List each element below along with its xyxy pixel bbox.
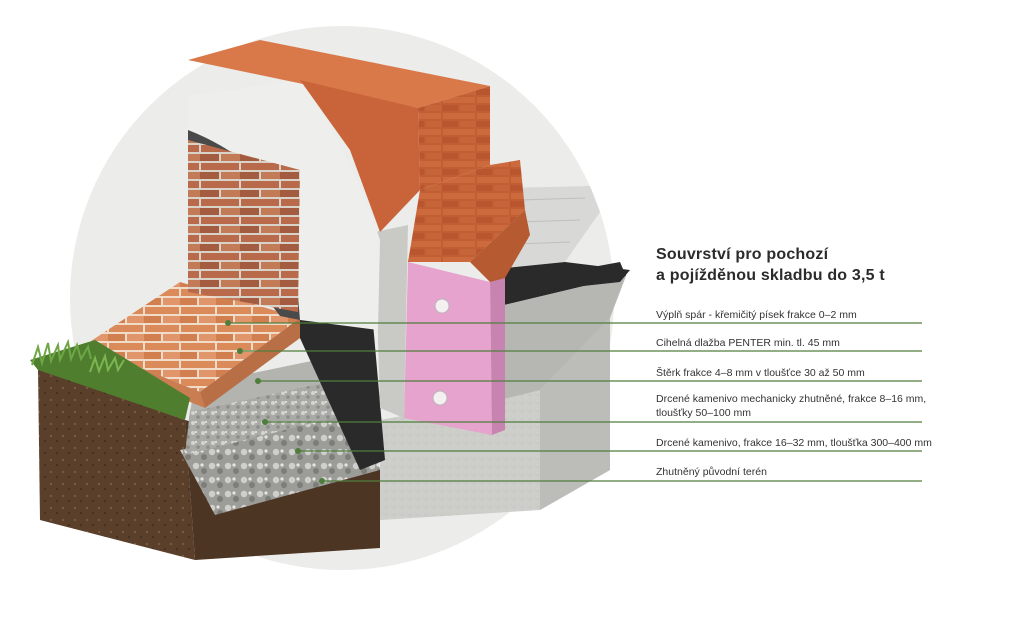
brick-cladding <box>188 140 300 312</box>
label-gravel-text: Štěrk frakce 4–8 mm v tloušťce 30 až 50 … <box>656 367 865 379</box>
title-line-2: a pojížděnou skladbu do 3,5 t <box>656 267 885 284</box>
label-sand-fill: Výplň spár - křemičitý písek frakce 0–2 … <box>656 308 857 322</box>
masonry-wall <box>188 40 530 282</box>
top-slab <box>500 186 630 295</box>
label-compacted-aggregate-text-1: Drcené kamenivo mechanicky zhutněné, fra… <box>656 393 927 405</box>
label-compacted-aggregate: Drcené kamenivo mechanicky zhutněné, fra… <box>656 392 926 420</box>
coarse-aggregate-layer <box>180 405 380 515</box>
title-line-1: Souvrství pro pochozí <box>656 246 829 263</box>
label-coarse-aggregate-text: Drcené kamenivo, frakce 16–32 mm, tloušť… <box>656 437 932 449</box>
label-gravel: Štěrk frakce 4–8 mm v tloušťce 30 až 50 … <box>656 366 865 380</box>
label-paving-text: Cihelná dlažba PENTER min. tl. 45 mm <box>656 337 840 349</box>
diagram-title: Souvrství pro pochozí a pojížděnou sklad… <box>656 244 885 286</box>
grass-edge <box>30 338 190 420</box>
label-coarse-aggregate: Drcené kamenivo, frakce 16–32 mm, tloušť… <box>656 436 932 450</box>
label-sand-fill-text: Výplň spár - křemičitý písek frakce 0–2 … <box>656 309 857 321</box>
reinforcing-mesh <box>375 225 408 418</box>
label-paving: Cihelná dlažba PENTER min. tl. 45 mm <box>656 336 840 350</box>
compacted-aggregate-layer <box>185 372 365 455</box>
label-subgrade: Zhutněný původní terén <box>656 465 767 479</box>
label-subgrade-text: Zhutněný původní terén <box>656 466 767 478</box>
label-compacted-aggregate-text-2: tloušťky 50–100 mm <box>656 407 751 419</box>
leader-lines <box>228 322 922 482</box>
leader-dots <box>225 320 325 484</box>
insulation-board <box>404 262 505 435</box>
